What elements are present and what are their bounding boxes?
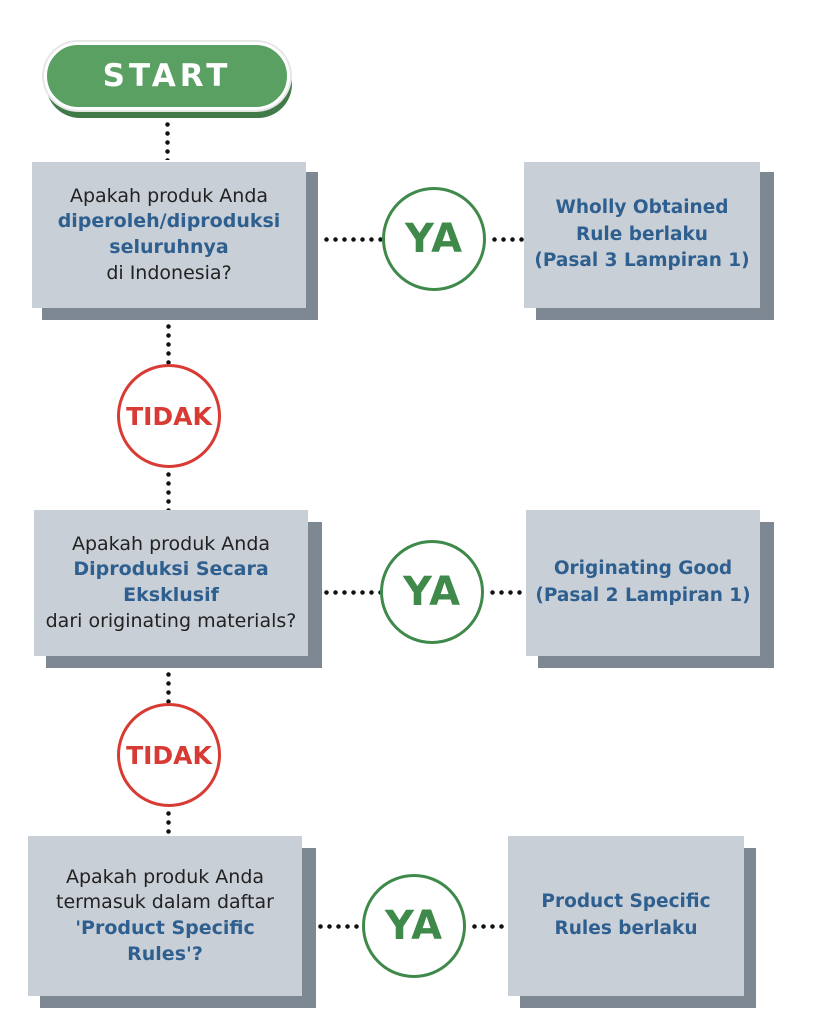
connector-yes2-to-result2 [488,590,524,595]
result-box-2: Originating Good (Pasal 2 Lampiran 1) [526,510,760,656]
result3-line1: Product Specific [541,891,711,913]
connector-yes3-to-result3 [470,924,508,929]
q3-highlight: 'Product Specific Rules'? [75,917,255,965]
result2-line2: (Pasal 2 Lampiran 1) [535,585,751,606]
q2-highlight: Diproduksi Secara Eksklusif [73,558,269,606]
result1-line2: (Pasal 3 Lampiran 1) [534,250,750,272]
connector-no2-to-q3 [166,809,171,837]
result1-line1: Wholly Obtained Rule berlaku [555,196,729,245]
connector-q3-to-yes3 [316,924,362,929]
q1-highlight: diperoleh/diproduksi seluruhnya [57,210,281,258]
yes-circle-2: YA [380,540,484,644]
result-box-3: Product Specific Rules berlaku [508,836,744,996]
connector-start-to-q1 [165,120,170,160]
start-terminal: START [44,42,290,110]
connector-yes1-to-result1 [490,237,524,242]
question-box-3: Apakah produk Anda termasuk dalam daftar… [28,836,302,996]
result-box-1: Wholly Obtained Rule berlaku (Pasal 3 La… [524,162,760,308]
no-circle-1: TIDAK [117,364,221,468]
no-label-1: TIDAK [126,401,212,431]
q1-line1: Apakah produk Anda [69,184,269,207]
connector-q2-to-yes2 [322,590,380,595]
connector-q1-to-no1 [166,322,171,366]
yes-circle-3: YA [362,874,466,978]
question-box-2: Apakah produk Anda Diproduksi Secara Eks… [34,510,308,656]
q2-line3: dari originating materials? [45,609,297,632]
no-label-2: TIDAK [126,740,212,770]
q1-line3: di Indonesia? [106,261,232,284]
q3-line1: Apakah produk Anda [65,865,265,888]
yes-label-1: YA [404,216,464,262]
connector-q1-to-yes1 [322,237,382,242]
question-box-1: Apakah produk Anda diperoleh/diproduksi … [32,162,306,308]
connector-q2-to-no2 [166,670,171,706]
result2-line1: Originating Good [553,558,733,580]
no-circle-2: TIDAK [117,703,221,807]
start-label: START [102,58,232,94]
connector-no1-to-q2 [166,470,171,510]
yes-label-3: YA [384,903,444,949]
q2-line1: Apakah produk Anda [71,532,271,555]
q3-line2: termasuk dalam daftar [56,891,274,914]
yes-circle-1: YA [382,187,486,291]
result3-line2: Rules berlaku [554,918,698,939]
yes-label-2: YA [402,569,462,615]
